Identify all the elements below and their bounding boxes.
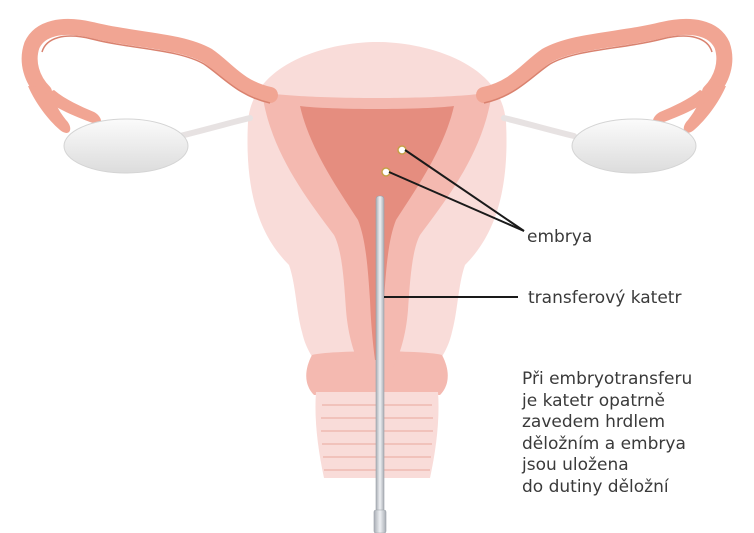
right-fallopian-tube (484, 27, 724, 95)
right-ovary (572, 119, 696, 173)
right-ovarian-ligament (504, 118, 574, 136)
caption-line: jsou uložena (522, 455, 750, 477)
left-ovarian-ligament (180, 118, 250, 136)
caption-line: děložním a embrya (522, 434, 750, 456)
embryo-1 (398, 146, 406, 154)
catheter-hub (374, 510, 386, 533)
embryos-label: embrya (527, 226, 592, 248)
caption-line: zavedem hrdlem (522, 412, 750, 434)
catheter-shaft (376, 196, 384, 512)
catheter-label: transferový katetr (528, 287, 681, 309)
caption-line: je katetr opatrně (522, 391, 750, 413)
embryo-2 (382, 168, 390, 176)
left-fallopian-tube (30, 27, 270, 95)
caption-line: do dutiny děložní (522, 477, 750, 499)
caption: Při embryotransferu je katetr opatrně za… (522, 369, 750, 498)
caption-line: Při embryotransferu (522, 369, 750, 391)
left-ovary (64, 119, 188, 173)
